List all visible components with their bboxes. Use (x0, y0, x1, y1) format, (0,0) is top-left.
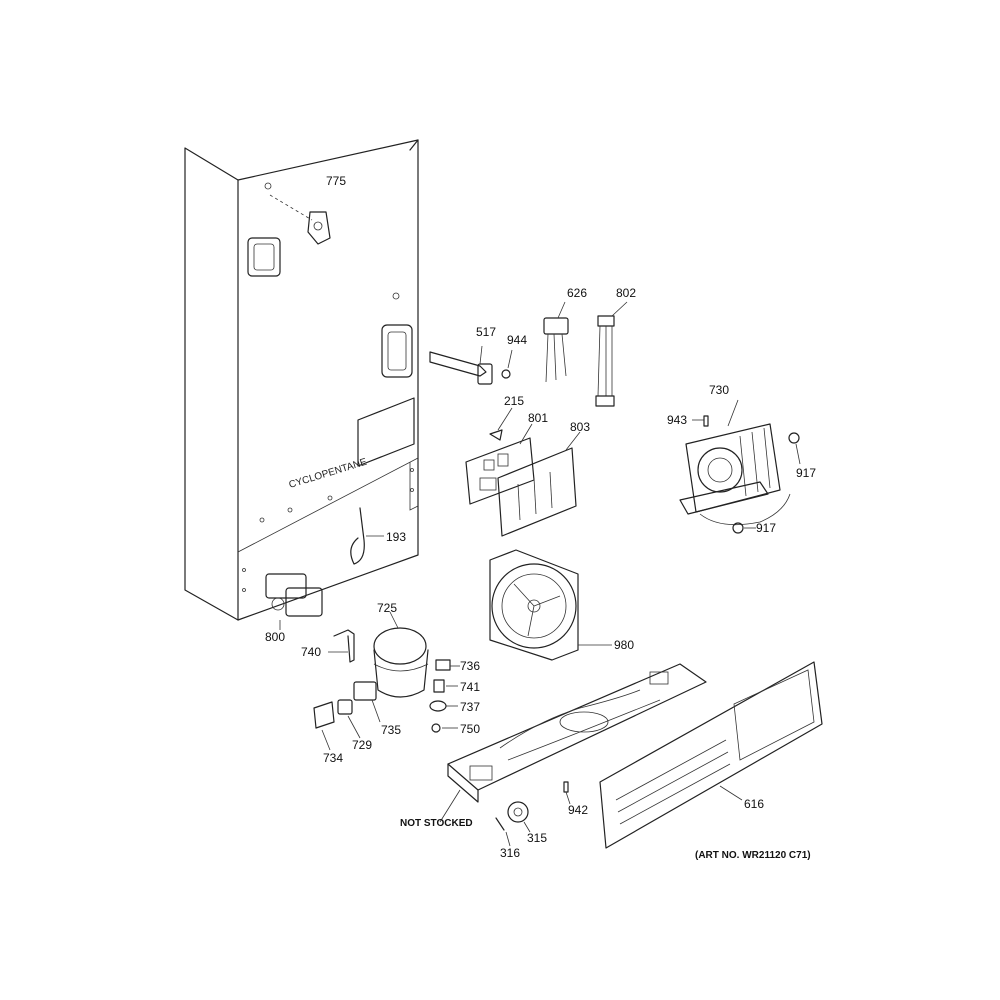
part-750-stud (431, 723, 458, 733)
note-art-number: (ART NO. WR21120 C71) (695, 850, 811, 861)
callout-801: 801 (528, 411, 548, 425)
callout-800: 800 (265, 630, 285, 644)
callout-917-top: 917 (796, 466, 816, 480)
part-215-clip (489, 407, 513, 441)
callout-944: 944 (507, 333, 527, 347)
callout-775: 775 (326, 174, 346, 188)
callout-729: 729 (352, 738, 372, 752)
part-729-overload (337, 699, 361, 739)
callout-616: 616 (744, 797, 764, 811)
part-775-hinge (269, 194, 331, 245)
cabinet-stamp: CYCLOPENTANE (288, 457, 369, 491)
callout-734: 734 (323, 751, 343, 765)
part-917-grommet-top (788, 432, 801, 465)
part-980-condenser-fan (489, 549, 612, 661)
part-741-grommet (433, 679, 458, 693)
callout-315: 315 (527, 831, 547, 845)
part-193-drain-tube (350, 507, 384, 565)
callout-803: 803 (570, 420, 590, 434)
part-735-relay (353, 681, 381, 723)
callout-316: 316 (500, 846, 520, 860)
callout-725: 725 (377, 601, 397, 615)
part-517-thermistor (429, 345, 493, 385)
callout-626: 626 (567, 286, 587, 300)
note-not-stocked: NOT STOCKED (400, 818, 473, 829)
part-315-caster (507, 801, 531, 833)
part-316-pin (495, 817, 511, 847)
cabinet-back-panel: CYCLOPENTANE (184, 139, 419, 621)
base-pan (447, 663, 707, 803)
not-stocked-leader (439, 789, 461, 823)
part-801-control-board (465, 423, 535, 505)
callout-735: 735 (381, 723, 401, 737)
part-943-screw (692, 415, 709, 427)
callout-942: 942 (568, 803, 588, 817)
part-736-clip (435, 659, 460, 671)
callout-917-bottom: 917 (756, 521, 776, 535)
callout-193: 193 (386, 530, 406, 544)
part-730-condenser (679, 399, 791, 526)
callout-750: 750 (460, 722, 480, 736)
part-917-grommet-bottom (732, 522, 756, 534)
part-800-water-valve (265, 573, 323, 630)
callout-802: 802 (616, 286, 636, 300)
part-626-wire-harness (543, 301, 569, 383)
part-616-grille (599, 661, 823, 849)
part-737-grommet (429, 700, 458, 712)
part-803-board-cover (497, 431, 581, 537)
callout-736: 736 (460, 659, 480, 673)
part-734-cover (313, 701, 335, 751)
callout-215: 215 (504, 394, 524, 408)
callout-517: 517 (476, 325, 496, 339)
part-802-wire-harness (595, 301, 628, 407)
callout-943: 943 (667, 413, 687, 427)
part-942-screw (563, 781, 571, 805)
callout-741: 741 (460, 680, 480, 694)
part-944-screw (501, 349, 513, 379)
callout-740: 740 (301, 645, 321, 659)
part-725-compressor (373, 611, 429, 698)
callout-730: 730 (709, 383, 729, 397)
part-740-tube (328, 629, 355, 663)
callout-980: 980 (614, 638, 634, 652)
callout-737: 737 (460, 700, 480, 714)
